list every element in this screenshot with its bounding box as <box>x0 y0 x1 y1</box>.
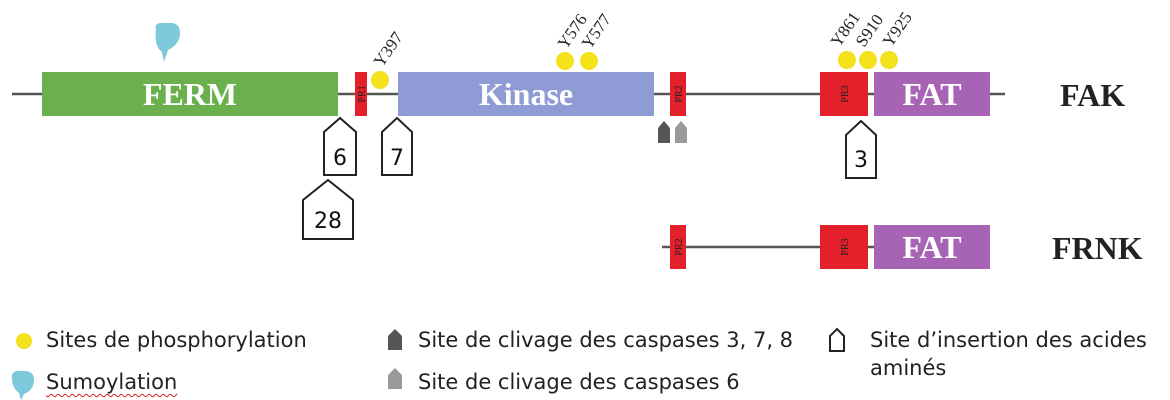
fat-label: FAT <box>902 76 961 112</box>
sumoylation-icon <box>155 23 180 62</box>
insertion-site-6: 6 <box>323 116 357 176</box>
phospho-site-s910 <box>859 51 877 69</box>
legend-sumo: Sumoylation <box>46 370 177 394</box>
insertion-7-label: 7 <box>390 146 404 171</box>
ferm-label: FERM <box>143 76 237 112</box>
frnk-pr3-region <box>820 225 868 269</box>
legend-casp378: Site de clivage des caspases 3, 7, 8 <box>418 328 793 352</box>
insertion-site-3: 3 <box>845 119 877 179</box>
insertion-3-label: 3 <box>854 148 868 173</box>
legend-phospho-icon <box>16 333 32 349</box>
y397-label: Y397 <box>370 28 408 70</box>
legend-insertion-icon <box>829 327 845 352</box>
caspase-378-cleavage-icon <box>658 121 670 143</box>
pr2-region <box>670 72 686 116</box>
phospho-site-y925 <box>880 51 898 69</box>
insertion-site-7: 7 <box>381 116 413 176</box>
pr3-region <box>820 72 868 116</box>
insertion-28-label: 28 <box>314 209 342 234</box>
phospho-site-y576 <box>556 52 574 70</box>
legend-casp6-label: Site de clivage des caspases 6 <box>418 370 740 394</box>
phospho-site-y861 <box>838 51 856 69</box>
frnk-name: FRNK <box>1052 230 1143 266</box>
legend-phospho-label: Sites de phosphorylation <box>46 328 307 352</box>
legend-casp6: Site de clivage des caspases 6 <box>418 370 740 394</box>
legend-insertion-label-2: aminés <box>870 356 947 380</box>
legend-phospho: Sites de phosphorylation <box>46 328 307 352</box>
legend-caspase-378-icon <box>388 329 402 350</box>
pr1-region <box>355 72 367 116</box>
legend-casp378-label: Site de clivage des caspases 3, 7, 8 <box>418 328 794 352</box>
frnk-pr3-label: PR3 <box>840 238 851 255</box>
kinase-domain <box>398 72 654 116</box>
legend-sumo-icon <box>11 371 34 400</box>
frnk-fat-label: FAT <box>902 229 961 265</box>
insertion-6-label: 6 <box>333 146 347 171</box>
frnk-fat-domain <box>874 225 990 269</box>
legend-insertion: Site d’insertion des acides aminés <box>870 328 1147 380</box>
legend-caspase-6-icon <box>388 368 402 389</box>
frnk-pr2-region <box>670 225 686 269</box>
phospho-site-y577 <box>580 52 598 70</box>
frnk-pr2-label: PR2 <box>674 238 685 255</box>
fat-domain <box>874 72 990 116</box>
fak-name: FAK <box>1060 77 1125 113</box>
insertion-site-28: 28 <box>302 178 354 240</box>
ferm-domain <box>42 72 338 116</box>
pr2-label: PR2 <box>674 85 685 102</box>
legend-insertion-label-1: Site d’insertion des acides <box>870 328 1147 352</box>
y925-label: Y925 <box>879 8 916 50</box>
pr1-label: PR1 <box>357 85 368 102</box>
pr3-label: PR3 <box>840 85 851 102</box>
caspase-6-cleavage-icon <box>675 121 687 143</box>
phospho-site-y397 <box>371 71 389 89</box>
legend-sumo-label: Sumoylation <box>46 370 178 394</box>
kinase-label: Kinase <box>479 76 573 112</box>
